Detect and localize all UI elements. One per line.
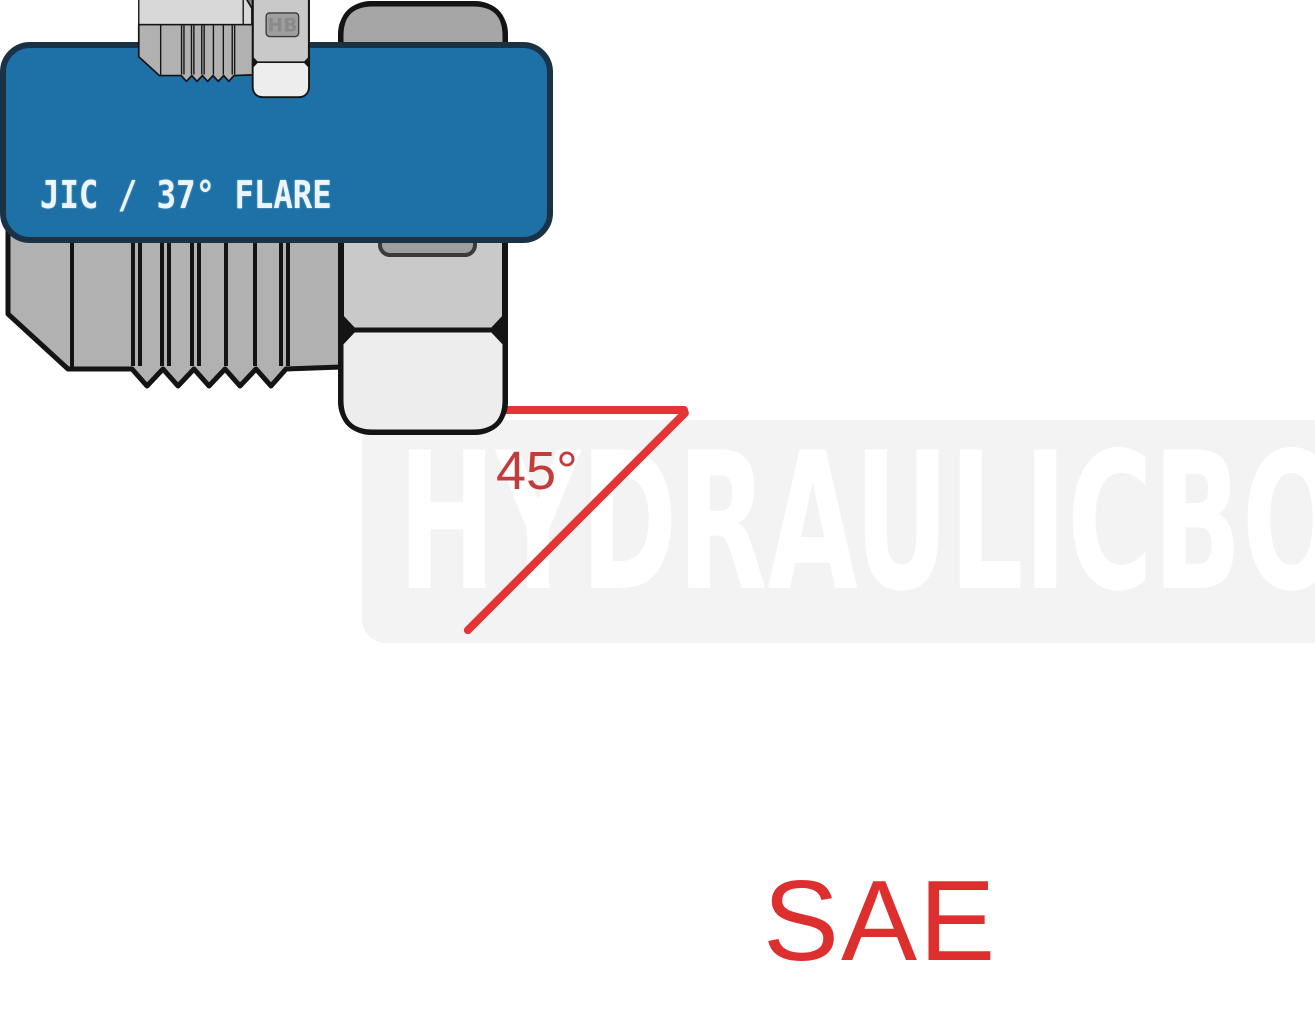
jic-badge: JIC / 37° FLARE — [0, 42, 553, 243]
angle-line-horizontal — [402, 406, 688, 414]
fitting-illustration-mini — [349, 68, 525, 218]
fitting-illustration-main — [622, 348, 1136, 784]
angle-label: 45° — [496, 441, 578, 501]
watermark-band: HYDRAULICBOX — [362, 420, 1315, 643]
watermark-text: HYDRAULICBOX — [398, 420, 1315, 633]
badge-label: JIC / 37° FLARE — [40, 173, 332, 217]
sae-label: SAE — [763, 858, 998, 985]
